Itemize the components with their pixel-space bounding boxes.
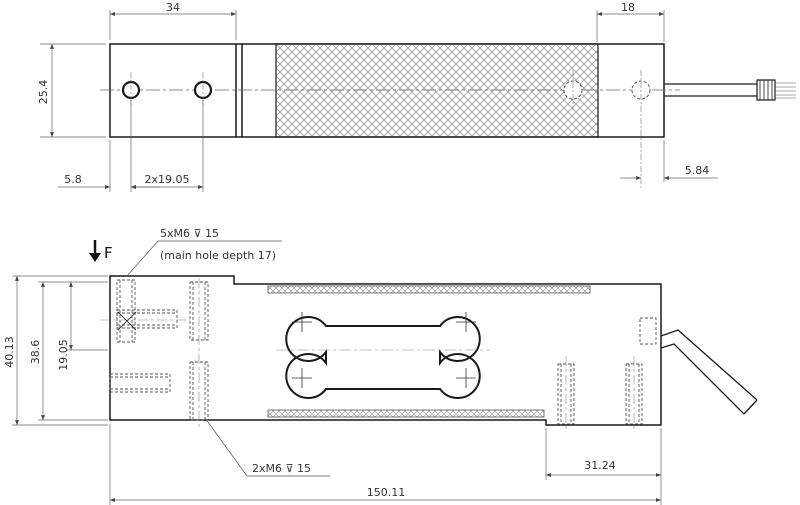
dim-5-8-label: 5.8 <box>64 173 82 186</box>
dim-18 <box>596 10 665 42</box>
dim-150-11-label: 150.11 <box>367 486 406 499</box>
force-arrow-icon <box>89 240 101 262</box>
dim-side-heights <box>12 275 108 426</box>
force-label: F <box>104 244 113 262</box>
thread-note-bottom-leader <box>204 417 330 477</box>
dim-38-6-label: 38.6 <box>29 340 42 365</box>
top-cable <box>664 79 796 101</box>
dim-18-label: 18 <box>621 1 635 14</box>
thread-note-top: 5xM6 ⊽ 15 <box>160 227 219 240</box>
dim-40-13-label: 40.13 <box>3 336 16 368</box>
dim-31-24-label: 31.24 <box>584 459 616 472</box>
dim-150-11 <box>109 424 662 505</box>
dim-2x19-05-label: 2x19.05 <box>145 173 190 186</box>
side-body-outline <box>109 275 662 426</box>
top-view: 34 18 25.4 5.8 2x19.05 <box>37 1 796 192</box>
dim-5-8 <box>58 100 204 192</box>
dim-5-84 <box>620 140 718 182</box>
hole-center-mark <box>117 311 137 331</box>
dim-19-05-label: 19.05 <box>57 339 70 371</box>
bone-hole-centers <box>276 312 490 388</box>
dim-25-4 <box>40 43 106 138</box>
bone-cutout <box>285 316 481 399</box>
dim-34 <box>109 10 237 40</box>
thread-note-bottom: 2xM6 ⊽ 15 <box>252 462 311 475</box>
side-potting-top <box>267 285 591 294</box>
dim-25-4-label: 25.4 <box>37 80 50 105</box>
dim-34-label: 34 <box>166 1 180 14</box>
side-cable <box>660 329 758 415</box>
dim-31-24 <box>545 428 662 480</box>
thread-note-top-leader <box>126 240 282 277</box>
dim-5-84-label: 5.84 <box>685 164 710 177</box>
top-potting-area <box>275 43 599 138</box>
side-potting-bottom <box>267 409 545 418</box>
side-view: F <box>3 227 758 505</box>
thread-note-top-sub: (main hole depth 17) <box>160 249 276 262</box>
side-threaded-holes <box>109 279 657 425</box>
